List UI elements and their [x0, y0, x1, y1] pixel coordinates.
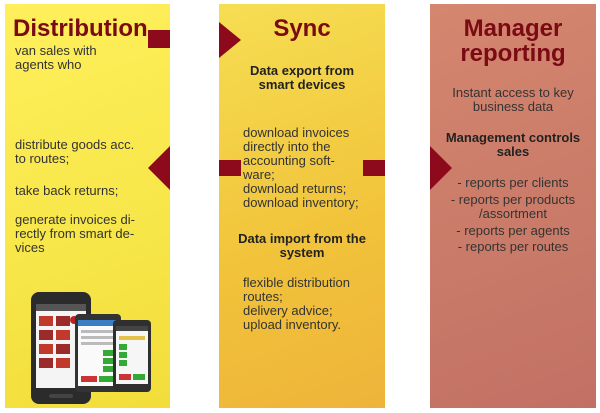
sync-import-items: flexible distribution routes; delivery a…: [243, 276, 350, 332]
sync-export-heading: Data export from smart devices: [219, 64, 385, 92]
connector-square-mid-left: [219, 160, 241, 176]
manager-controls-heading: Management controls sales: [430, 131, 596, 159]
distribution-item-invoices: generate invoices di- rectly from smart …: [15, 213, 135, 255]
sync-panel: Sync Data export from smart devices down…: [219, 4, 385, 408]
connector-arrow-top-right: [219, 22, 241, 58]
manager-report-clients: - reports per clients: [430, 176, 596, 190]
mobile-devices-illustration: [29, 290, 154, 408]
manager-panel: Manager reporting Instant access to key …: [430, 4, 596, 408]
connector-square-top-left: [148, 30, 170, 48]
connector-arrow-mid-left: [148, 146, 170, 190]
manager-report-agents: - reports per agents: [430, 224, 596, 238]
manager-title: Manager reporting: [430, 16, 596, 66]
manager-report-products: - reports per products /assortment: [430, 193, 596, 221]
distribution-intro: van sales with agents who: [15, 44, 97, 72]
manager-intro: Instant access to key business data: [430, 86, 596, 114]
distribution-title: Distribution: [13, 16, 148, 41]
distribution-panel: Distribution van sales with agents who d…: [5, 4, 170, 408]
manager-report-routes: - reports per routes: [430, 240, 596, 254]
distribution-item-returns: take back returns;: [15, 184, 118, 198]
sync-export-items: download invoices directly into the acco…: [243, 126, 359, 210]
connector-arrow-mid-right: [430, 146, 452, 190]
distribution-item-routes: distribute goods acc. to routes;: [15, 138, 134, 166]
connector-square-mid-right: [363, 160, 385, 176]
sync-import-heading: Data import from the system: [219, 232, 385, 260]
sync-title: Sync: [219, 16, 385, 41]
